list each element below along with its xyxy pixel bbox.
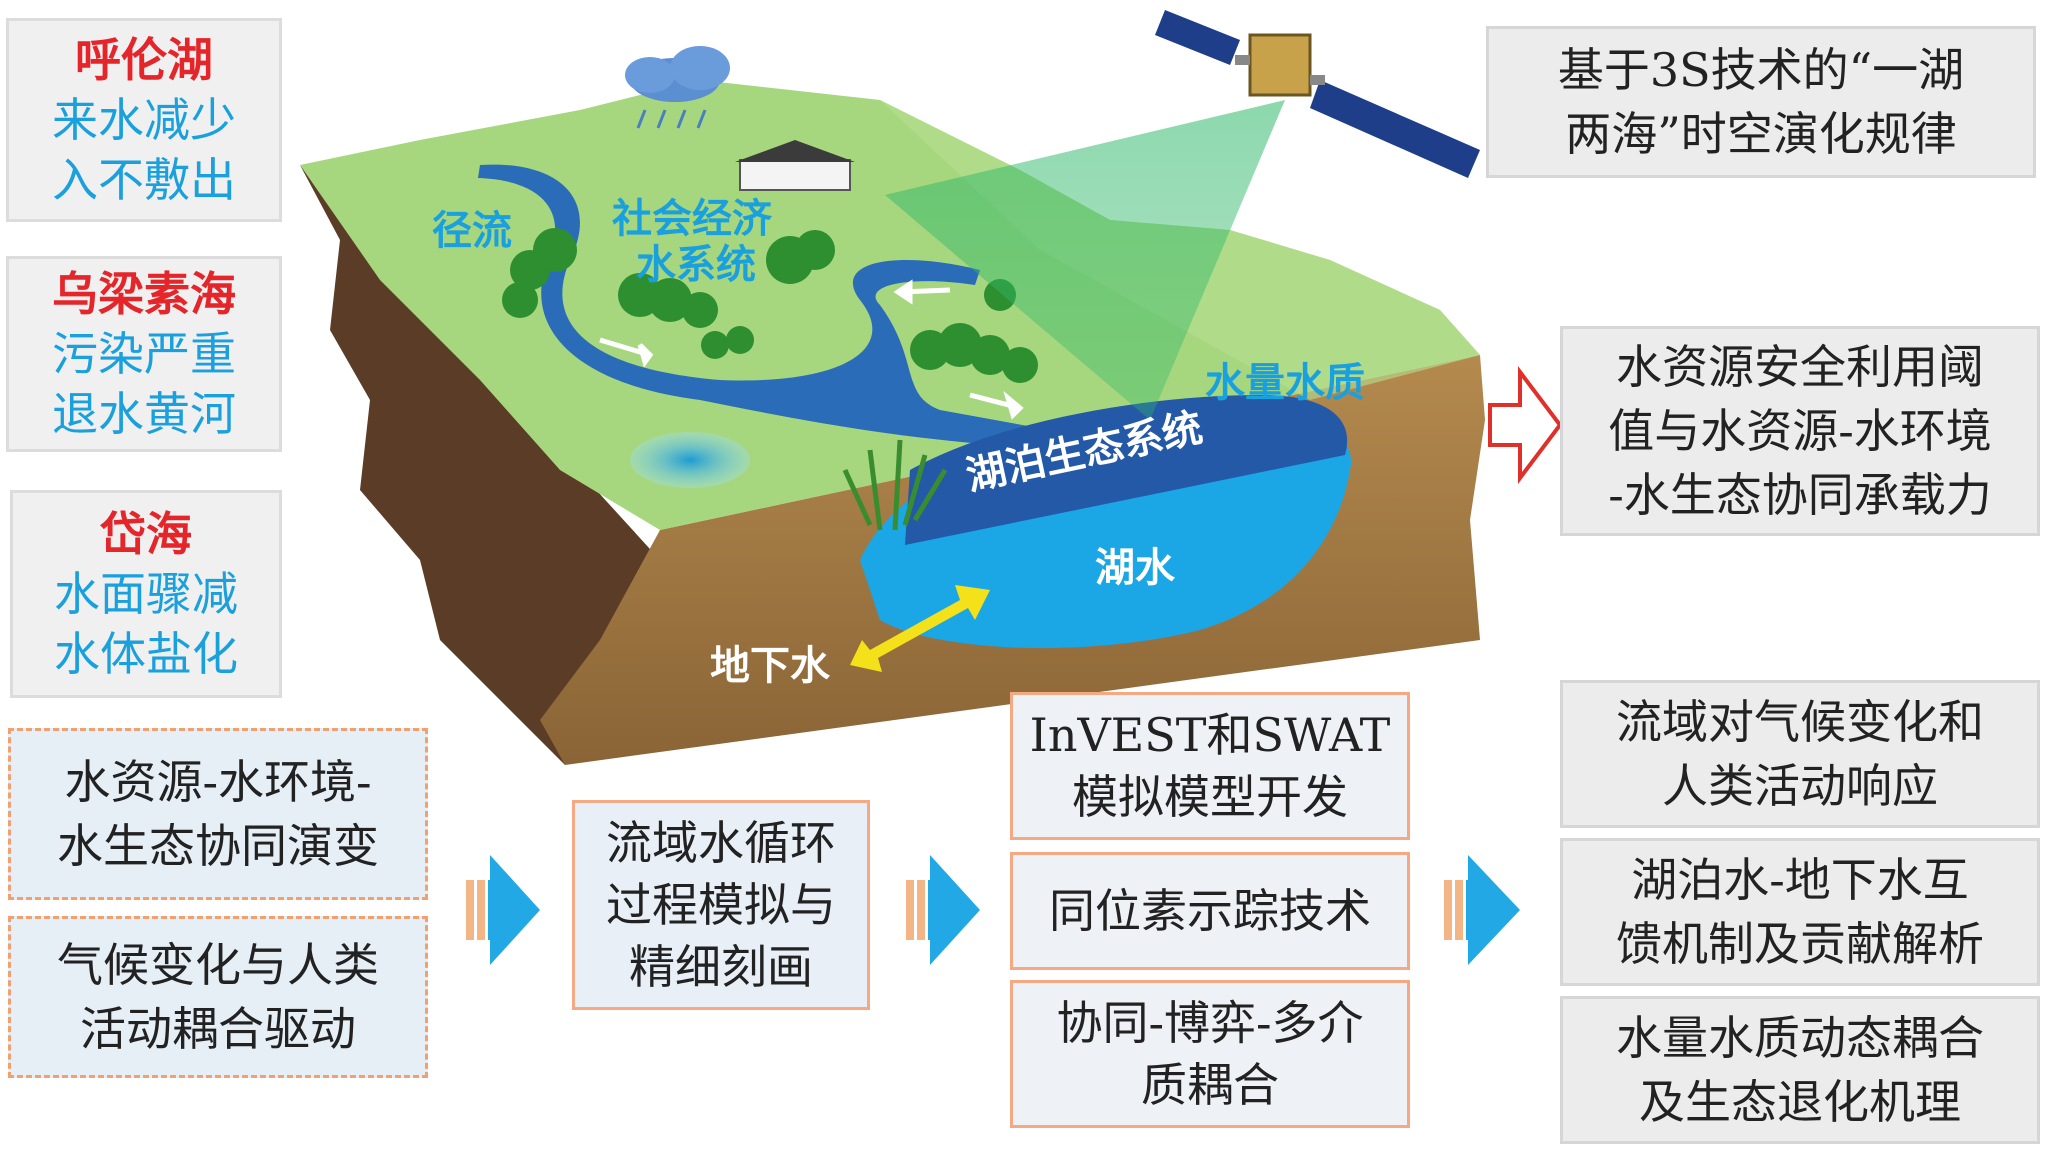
box-line: -水生态协同承载力: [1608, 468, 1992, 522]
box-line: 水量水质动态耦合: [1616, 1011, 1984, 1065]
box-line: 流域对气候变化和: [1616, 695, 1984, 749]
left-bottom-box-1: 水资源-水环境- 水生态协同演变: [8, 728, 428, 900]
left-cliff: [300, 165, 660, 765]
reeds: [842, 439, 948, 531]
box-line: 协同-博弈-多介: [1056, 996, 1364, 1050]
lake-box-wuliangsu: 乌梁素海 污染严重 退水黄河: [6, 256, 282, 452]
method-box-1: InVEST和SWAT 模拟模型开发: [1010, 692, 1410, 840]
box-line: InVEST和SWAT: [1029, 708, 1391, 762]
red-outline-arrow: [1488, 366, 1563, 484]
lake-top: [905, 395, 1348, 545]
groundwater-arrow: [850, 585, 990, 672]
lake-issue: 水面骤减: [54, 567, 238, 621]
top-right-box: 基于3S技术的“一湖 两海”时空演化规律: [1486, 26, 2036, 178]
box-line: 两海”时空演化规律: [1565, 107, 1957, 161]
lake-issue: 污染严重: [52, 327, 236, 381]
method-box-3: 协同-博弈-多介 质耦合: [1010, 980, 1410, 1128]
lake-issue: 水体盐化: [54, 627, 238, 681]
box-line: 流域水循环: [606, 816, 836, 870]
lake-box-daihai: 岱海 水面骤减 水体盐化: [10, 490, 282, 698]
trees: [502, 228, 1038, 383]
label-runoff: 径流: [432, 208, 512, 254]
box-line: 水资源安全利用阈: [1616, 340, 1984, 394]
box-line: 及生态退化机理: [1639, 1075, 1961, 1129]
label-groundwater: 地下水: [710, 643, 830, 689]
house: [735, 140, 855, 191]
left-bottom-box-2: 气候变化与人类 活动耦合驱动: [8, 916, 428, 1078]
label-social-1: 社会经济: [612, 196, 772, 242]
box-line: 质耦合: [1141, 1058, 1279, 1112]
lake-name: 呼伦湖: [75, 33, 213, 87]
box-line: 活动耦合驱动: [80, 1002, 356, 1056]
lake-issue: 退水黄河: [52, 387, 236, 441]
box-line: 人类活动响应: [1662, 759, 1938, 813]
box-line: 精细刻画: [629, 940, 813, 994]
outcome-box-2: 湖泊水-地下水互 馈机制及贡献解析: [1560, 838, 2040, 986]
label-social-2: 水系统: [636, 242, 756, 288]
box-line: 湖泊水-地下水互: [1631, 853, 1969, 907]
box-line: 同位素示踪技术: [1049, 884, 1371, 938]
box-line: 水资源-水环境-: [64, 755, 372, 809]
center-box: 流域水循环 过程模拟与 精细刻画: [572, 800, 870, 1010]
box-line: 模拟模型开发: [1072, 770, 1348, 824]
lake-box-hulun: 呼伦湖 来水减少 入不敷出: [6, 18, 282, 222]
label-lake-water: 湖水: [1095, 545, 1175, 591]
lake-name: 乌梁素海: [52, 267, 236, 321]
box-line: 过程模拟与: [606, 878, 836, 932]
box-line: 基于3S技术的“一湖: [1557, 43, 1965, 97]
flow-chevron-arrows: [466, 855, 1520, 965]
flow-arrows: [599, 279, 1024, 420]
lake-name: 岱海: [100, 507, 192, 561]
label-quantity-quality: 水量水质: [1205, 360, 1365, 406]
box-line: 水生态协同演变: [57, 819, 379, 873]
method-box-2: 同位素示踪技术: [1010, 852, 1410, 970]
pond: [630, 432, 750, 488]
lake-issue: 入不敷出: [52, 153, 236, 207]
outcome-box-1: 流域对气候变化和 人类活动响应: [1560, 680, 2040, 828]
box-line: 气候变化与人类: [57, 938, 379, 992]
right-mid-box: 水资源安全利用阈 值与水资源-水环境 -水生态协同承载力: [1560, 326, 2040, 536]
satellite-beam: [885, 100, 1285, 420]
box-line: 值与水资源-水环境: [1608, 404, 1992, 458]
river: [478, 164, 1050, 448]
rain-cloud: [625, 46, 730, 129]
box-line: 馈机制及贡献解析: [1616, 917, 1984, 971]
satellite: [1155, 10, 1480, 178]
lake-issue: 来水减少: [52, 93, 236, 147]
outcome-box-3: 水量水质动态耦合 及生态退化机理: [1560, 996, 2040, 1144]
